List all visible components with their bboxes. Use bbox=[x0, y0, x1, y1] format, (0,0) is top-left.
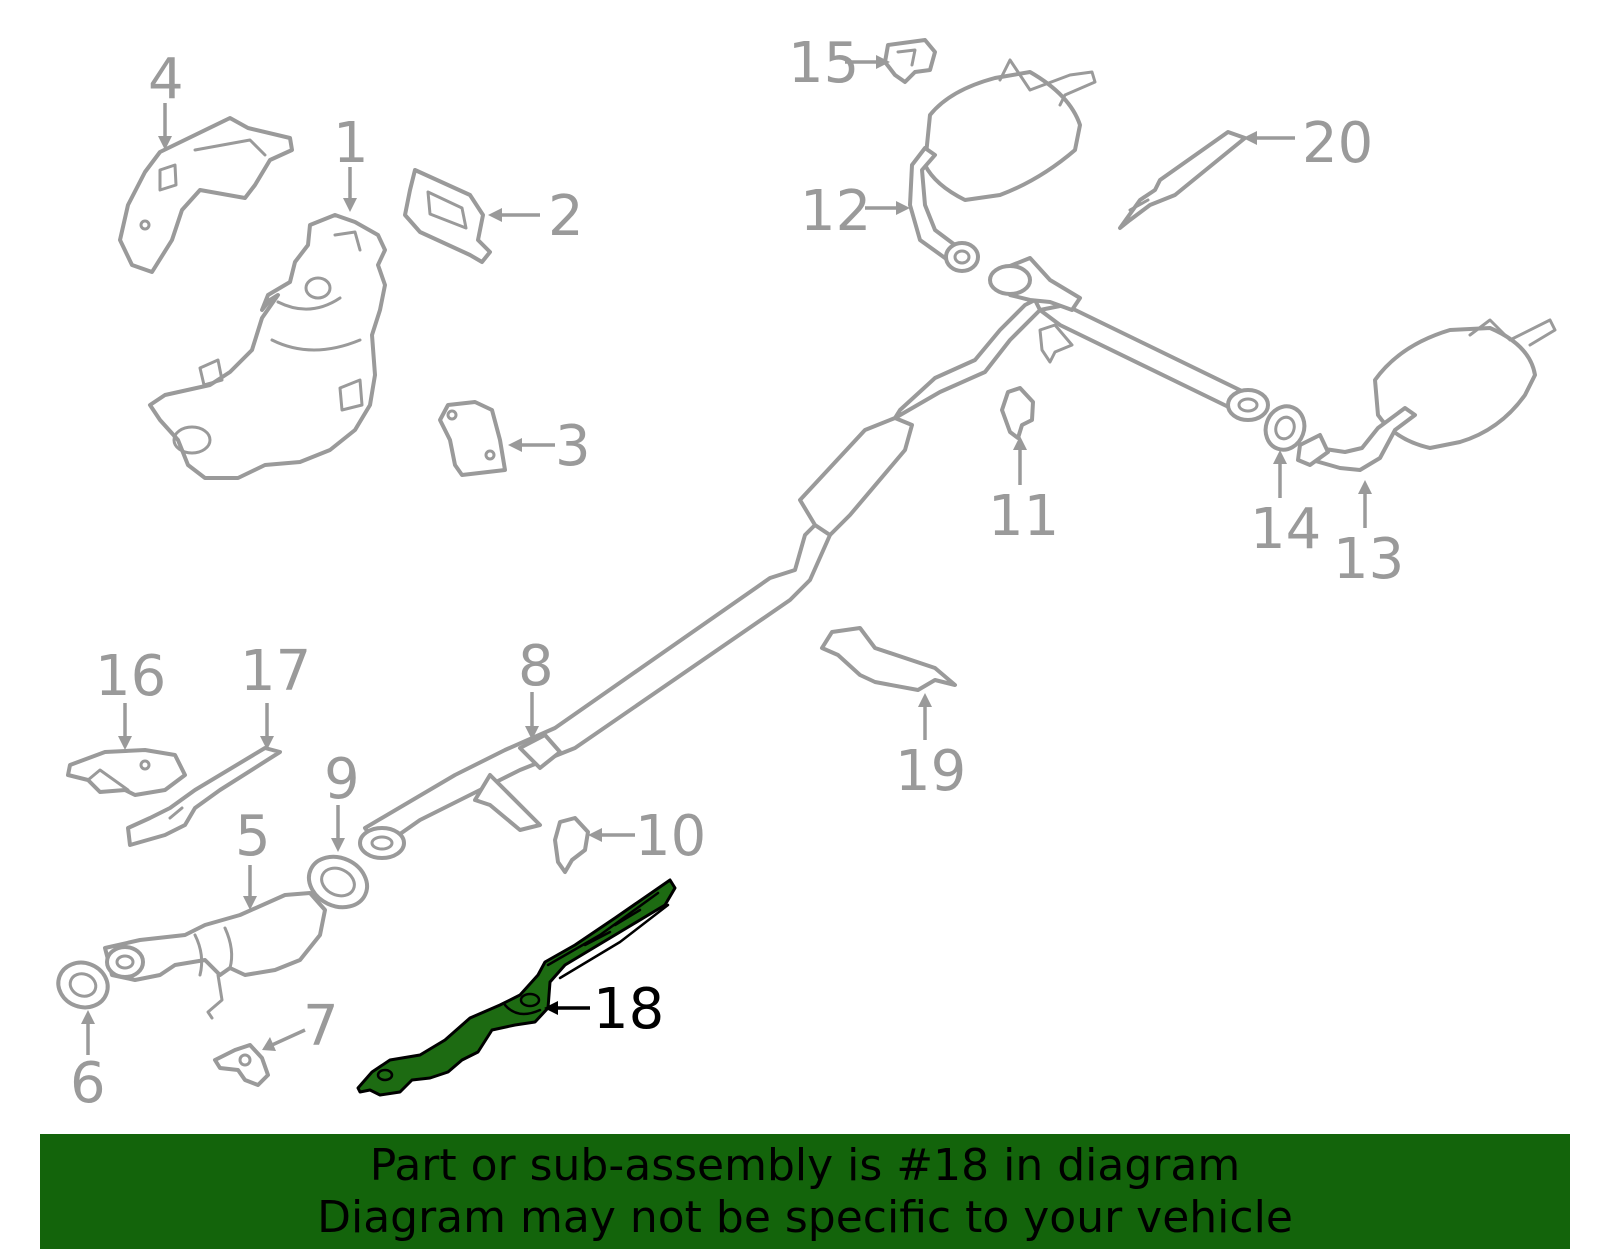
part-6-gasket[interactable] bbox=[52, 956, 114, 1014]
callout-19: 19 bbox=[895, 739, 966, 804]
part-3-bracket[interactable] bbox=[438, 400, 507, 477]
callout-6: 6 bbox=[70, 1051, 106, 1116]
info-banner: Part or sub-assembly is #18 in diagram D… bbox=[40, 1134, 1570, 1249]
part-17-heat-shield[interactable] bbox=[126, 746, 282, 847]
part-12-muffler[interactable] bbox=[908, 58, 1097, 273]
part-4-heat-shield[interactable] bbox=[118, 116, 294, 274]
callout-16: 16 bbox=[95, 644, 166, 709]
part-14-gasket[interactable] bbox=[1260, 401, 1311, 455]
callout-2: 2 bbox=[548, 184, 584, 249]
banner-line-2: Diagram may not be specific to your vehi… bbox=[317, 1191, 1293, 1243]
callout-18: 18 bbox=[593, 977, 664, 1042]
callout-15: 15 bbox=[788, 31, 859, 96]
callout-20: 20 bbox=[1302, 111, 1373, 176]
callout-11: 11 bbox=[988, 484, 1059, 549]
callout-3: 3 bbox=[555, 414, 591, 479]
callout-8: 8 bbox=[518, 634, 554, 699]
callout-9: 9 bbox=[324, 747, 360, 812]
callout-7: 7 bbox=[303, 994, 339, 1059]
part-19-heat-shield[interactable] bbox=[820, 626, 957, 692]
callout-4: 4 bbox=[148, 47, 184, 112]
callout-5: 5 bbox=[235, 804, 271, 869]
part-2-gasket[interactable] bbox=[403, 168, 492, 264]
part-20-heat-shield[interactable] bbox=[1118, 130, 1247, 230]
callout-10: 10 bbox=[635, 804, 706, 869]
part-5-front-pipe[interactable] bbox=[103, 891, 327, 1020]
part-15-bracket[interactable] bbox=[883, 38, 937, 84]
part-8-center-pipe[interactable] bbox=[358, 256, 1270, 860]
part-9-gasket[interactable] bbox=[301, 848, 376, 917]
callout-13: 13 bbox=[1333, 527, 1404, 592]
callout-arrows bbox=[81, 55, 1372, 1055]
part-7-clamp[interactable] bbox=[213, 1043, 270, 1087]
callout-17: 17 bbox=[240, 639, 311, 704]
callout-labels: 4 1 2 3 15 12 20 11 14 13 8 19 16 17 9 1… bbox=[70, 31, 1404, 1116]
part-11-hanger[interactable] bbox=[1000, 386, 1035, 440]
callout-1: 1 bbox=[333, 111, 369, 176]
part-1-exhaust-manifold[interactable] bbox=[148, 213, 387, 480]
callout-12: 12 bbox=[800, 179, 871, 244]
banner-line-1: Part or sub-assembly is #18 in diagram bbox=[369, 1139, 1241, 1191]
part-10-hanger[interactable] bbox=[553, 816, 590, 874]
part-18-heat-shield-highlighted[interactable] bbox=[356, 878, 677, 1097]
part-16-heat-shield[interactable] bbox=[66, 748, 187, 797]
callout-14: 14 bbox=[1250, 497, 1321, 562]
part-13-rear-muffler[interactable] bbox=[1296, 318, 1557, 472]
